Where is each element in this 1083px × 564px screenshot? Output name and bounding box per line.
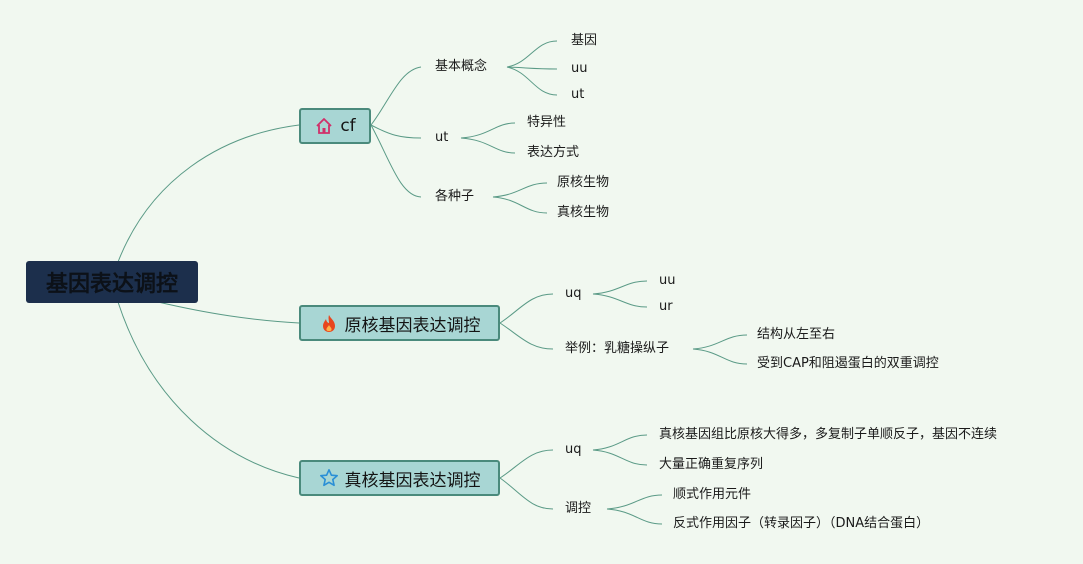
- subtopic[interactable]: uq: [565, 442, 582, 457]
- subtopic[interactable]: 各种子: [435, 189, 475, 204]
- subtopic[interactable]: 举例：乳糖操纵子: [565, 341, 670, 356]
- root-topic-label: 基因表达调控: [45, 272, 178, 297]
- leaf-topic[interactable]: uu: [571, 61, 588, 76]
- leaf-topic[interactable]: ut: [571, 87, 585, 102]
- star-icon: [319, 468, 339, 488]
- leaf-topic[interactable]: 特异性: [527, 115, 567, 130]
- home-icon: [314, 116, 334, 136]
- leaf-topic[interactable]: 顺式作用元件: [673, 487, 752, 502]
- branch-topic-eukaryotic[interactable]: 真核基因表达调控: [299, 460, 500, 496]
- root-topic[interactable]: 基因表达调控: [26, 261, 198, 303]
- leaf-topic[interactable]: 反式作用因子（转录因子）（DNA结合蛋白）: [673, 516, 930, 531]
- fire-icon: [319, 313, 339, 333]
- leaf-topic[interactable]: 真核生物: [557, 205, 610, 220]
- subtopic[interactable]: 调控: [565, 501, 592, 516]
- branch-topic-label: 真核基因表达调控: [344, 470, 481, 491]
- leaf-topic[interactable]: 受到CAP和阻遏蛋白的双重调控: [757, 356, 939, 371]
- branch-topic-label: cf: [340, 116, 356, 136]
- subtopic[interactable]: ut: [435, 130, 449, 145]
- leaf-topic[interactable]: 大量正确重复序列: [659, 457, 764, 472]
- branch-topic-prokaryotic[interactable]: 原核基因表达调控: [299, 305, 500, 341]
- leaf-topic[interactable]: 结构从左至右: [757, 327, 836, 342]
- leaf-topic[interactable]: 基因: [571, 33, 598, 48]
- leaf-topic[interactable]: ur: [659, 299, 673, 314]
- branch-topic-label: 原核基因表达调控: [344, 315, 481, 336]
- leaf-topic[interactable]: 表达方式: [527, 145, 580, 160]
- leaf-topic[interactable]: 真核基因组比原核大得多，多复制子单顺反子，基因不连续: [659, 427, 998, 442]
- leaf-topic[interactable]: uu: [659, 273, 676, 288]
- subtopic[interactable]: uq: [565, 286, 582, 301]
- leaf-topic[interactable]: 原核生物: [557, 175, 610, 190]
- branch-topic-cf[interactable]: cf: [299, 108, 371, 144]
- subtopic[interactable]: 基本概念: [435, 59, 488, 74]
